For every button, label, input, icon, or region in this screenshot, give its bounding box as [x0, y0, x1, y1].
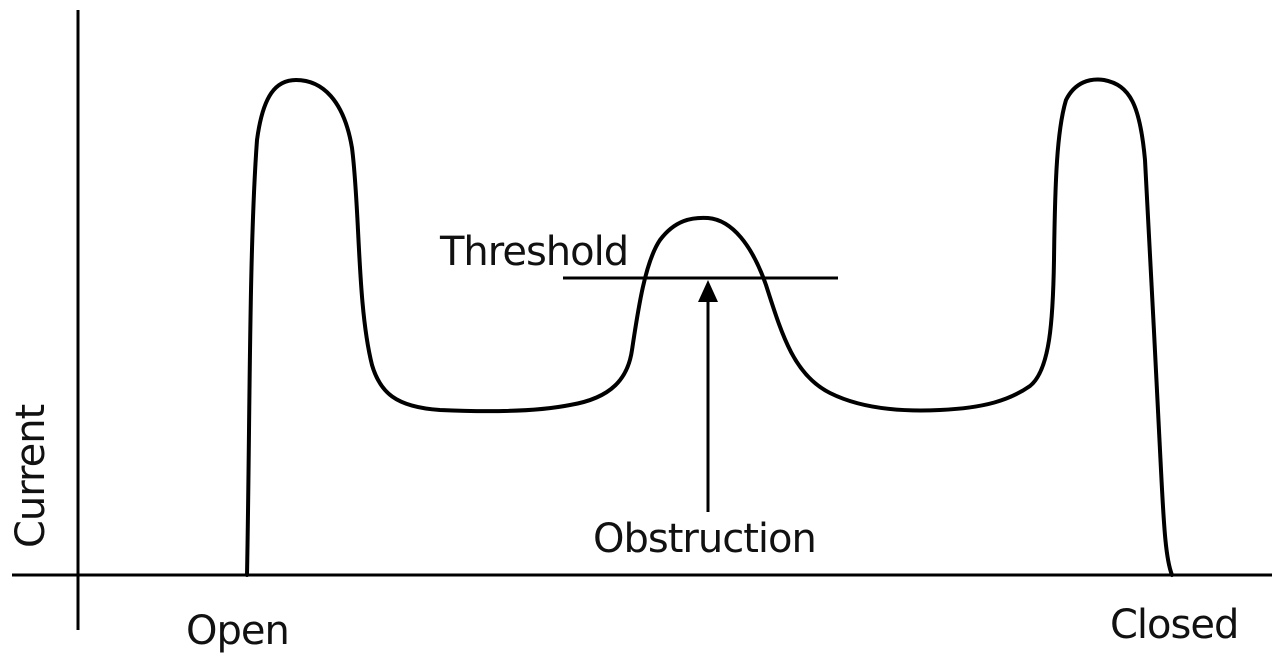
current-profile-curve	[245, 77, 1174, 577]
obstruction-arrow-head	[698, 280, 718, 302]
open-label: Open	[186, 608, 289, 654]
obstruction-label: Obstruction	[593, 516, 816, 562]
threshold-label: Threshold	[439, 229, 628, 275]
closed-label: Closed	[1110, 602, 1238, 648]
y-axis-label: Current	[8, 404, 54, 548]
